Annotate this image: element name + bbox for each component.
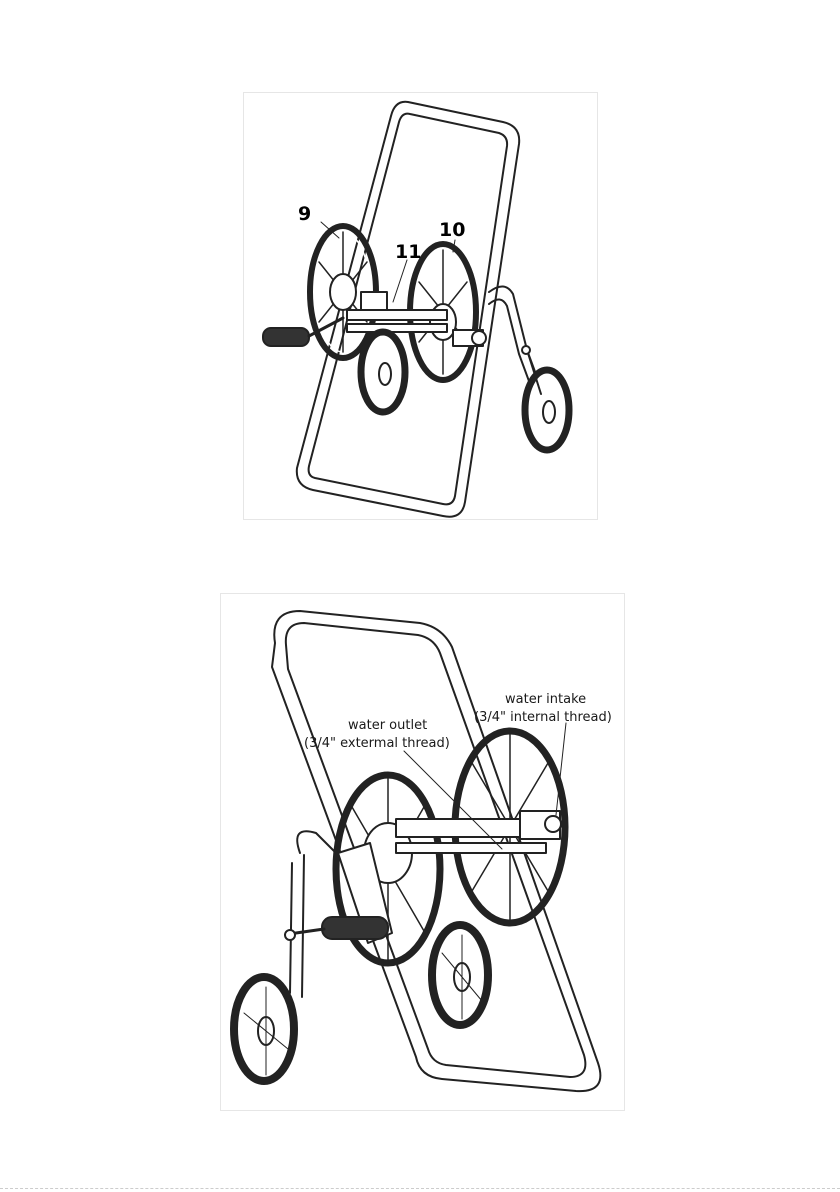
figure-border — [220, 593, 625, 1111]
assembly-figure-water: water outlet (3/4" extermal thread) wate… — [220, 593, 625, 1111]
figure-border — [243, 92, 598, 520]
page-bottom-rule — [0, 1188, 840, 1189]
assembly-figure-parts: 9 11 10 — [243, 92, 598, 520]
